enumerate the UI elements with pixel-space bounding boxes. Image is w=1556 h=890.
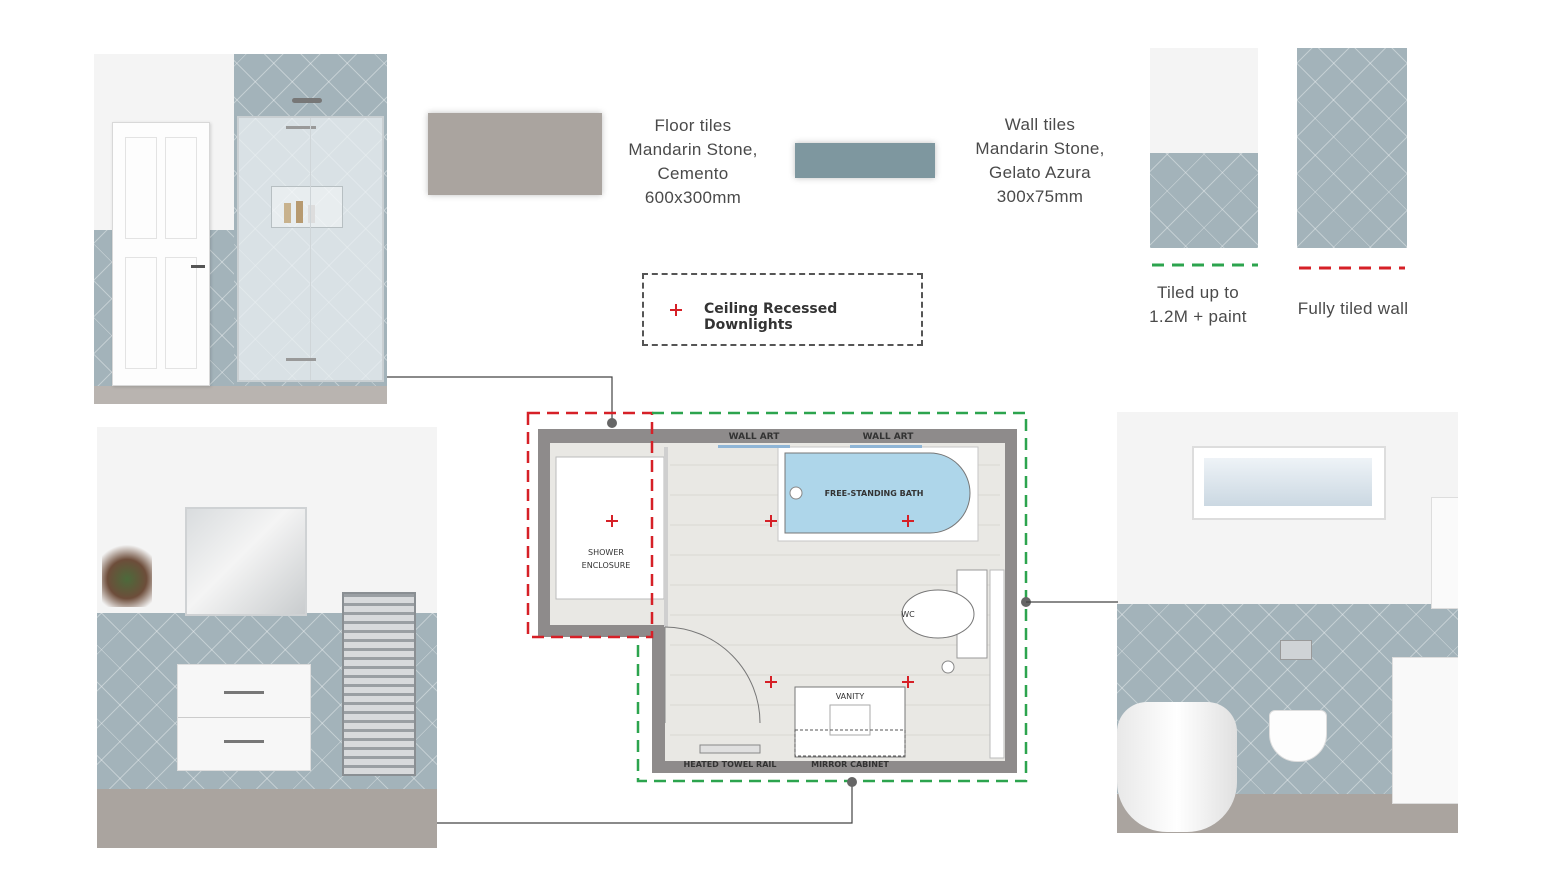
full-tiled-label: Fully tiled wall [1297,299,1409,318]
window [1192,446,1386,520]
floor-plan: WALL ART WALL ART FREE-STANDING BATH SHO… [526,411,1028,783]
wall-tile-line2: Mandarin Stone, [975,139,1105,158]
plan-downlights [606,515,914,688]
downlights-label: Ceiling Recessed Downlights [704,301,838,333]
floor-tile-line4: 600x300mm [644,188,742,207]
plan-shower [555,456,665,600]
floor-tile-line1: Floor tiles [654,116,732,135]
plan-label-wc: WC [901,610,915,619]
partial-tiled-line [1152,263,1258,267]
downlights-legend: Ceiling Recessed Downlights [642,273,923,346]
floor-vanity [97,789,437,848]
shower-head [292,98,322,103]
tall-cabinet [1431,497,1458,609]
plan-label-wall-art-2: WALL ART [863,432,915,442]
wall-tile-line4: 300x75mm [996,187,1084,206]
floor-tile-swatch [428,113,602,195]
full-tiled-line [1299,266,1405,270]
flush-plate [1280,640,1312,660]
partial-tiled-swatch [1150,48,1258,248]
full-tiled-swatch [1297,48,1407,248]
plan-label-towel-rail: HEATED TOWEL RAIL [684,760,777,769]
floor-tile-line3: Cemento [657,164,729,183]
elevation-bath-wc [1117,412,1458,833]
door-handle [191,265,205,268]
shower-niche [271,186,343,228]
plan-label-mirror-cabinet: MIRROR CABINET [811,760,889,769]
wall-tile-line1: Wall tiles [1004,115,1076,134]
bath-tub [1117,702,1237,832]
wall-tile-text: Wall tiles Mandarin Stone, Gelato Azura … [950,113,1130,209]
wall-hung-wc [1269,710,1327,762]
mirror-cabinet [185,507,307,616]
partial-tiled-line2: 1.2M + paint [1149,307,1247,326]
wall-tile-line3: Gelato Azura [989,163,1091,182]
connector-top-left [387,376,617,428]
floor-tile-line2: Mandarin Stone, [628,140,758,159]
connector-bottom [437,777,857,824]
elevation-door-shower [94,54,387,404]
plan-wc [901,589,975,639]
plan-label-shower-2: ENCLOSURE [582,561,631,570]
vanity-unit [177,664,311,771]
plan-label-wall-art-1: WALL ART [729,432,781,442]
towel-rail [342,592,416,776]
wall-tile-swatch [795,143,935,178]
partial-tiled-line1: Tiled up to [1156,283,1240,302]
floor-strip [94,386,387,404]
plan-label-bath: FREE-STANDING BATH [825,489,924,498]
downlight-icon [670,304,686,320]
basin-unit [1392,657,1458,804]
floor-tile-text: Floor tiles Mandarin Stone, Cemento 600x… [605,114,781,210]
plan-bath [784,452,971,534]
connector-right [1021,597,1118,607]
elevation-vanity [97,427,437,848]
plan-label-vanity: VANITY [836,692,865,701]
plant [102,537,152,607]
shower-enclosure [237,116,384,382]
plan-label-shower-1: SHOWER [588,548,624,557]
door [112,122,210,386]
partial-tiled-label: Tiled up to 1.2M + paint [1130,281,1266,329]
